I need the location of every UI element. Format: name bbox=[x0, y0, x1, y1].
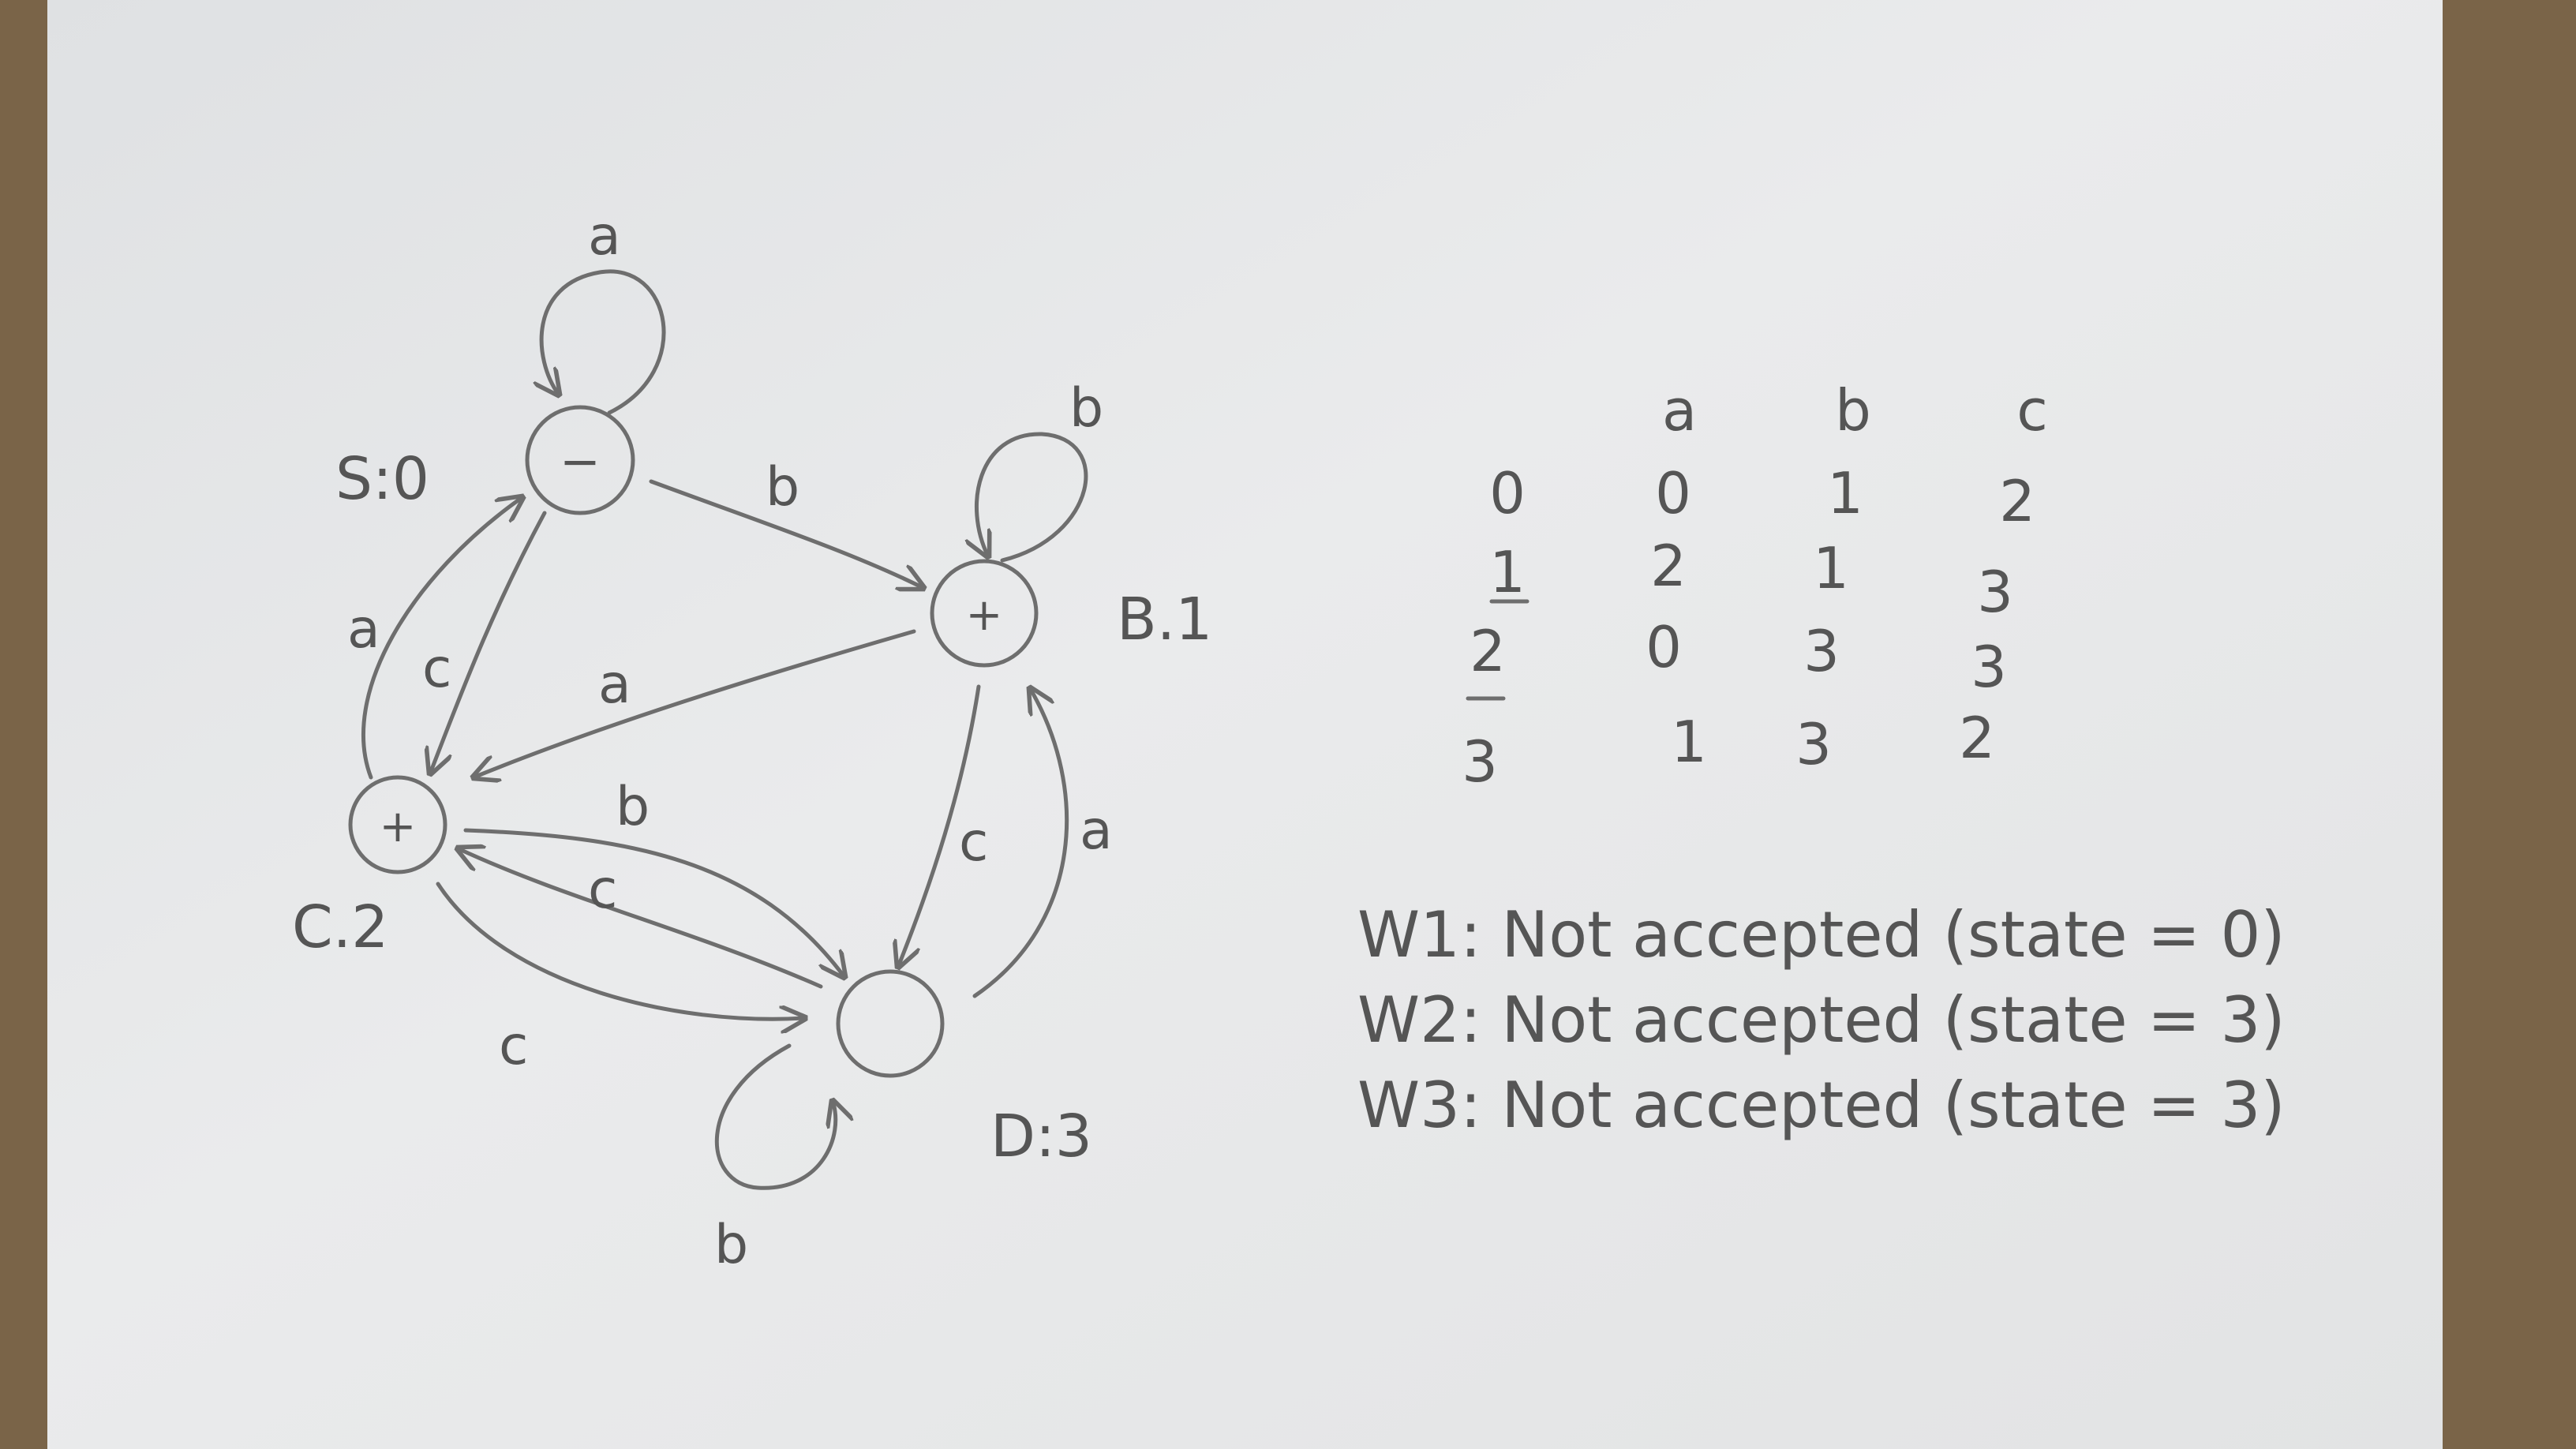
state-c-circle bbox=[348, 775, 447, 874]
table-cell: 0 bbox=[1655, 460, 1691, 526]
edge-c-to-s-label: a bbox=[347, 598, 380, 661]
result-w2: W2: Not accepted (state = 3) bbox=[1357, 983, 2286, 1057]
table-cell: 1 bbox=[1813, 535, 1849, 601]
table-row-state: 1 bbox=[1489, 539, 1526, 605]
state-c-label: C.2 bbox=[292, 893, 388, 961]
edge-s-to-b-label: b bbox=[766, 456, 799, 519]
edge-b-to-d bbox=[898, 684, 981, 967]
edge-s-self bbox=[541, 269, 666, 415]
table-header-c: c bbox=[2016, 377, 2048, 444]
transition-table: a b c 0 0 1 2 1 2 1 3 2 0 3 3 3 1 3 2 bbox=[1462, 377, 2048, 795]
table-row-state: 0 bbox=[1489, 460, 1526, 526]
edge-b-to-c bbox=[474, 629, 916, 777]
edge-c-to-d-label: b bbox=[616, 776, 650, 838]
edge-d-to-b bbox=[972, 688, 1069, 998]
edge-d-to-b-label: a bbox=[1080, 799, 1113, 862]
table-header-b: b bbox=[1835, 377, 1871, 444]
edge-d-to-c-label: c bbox=[588, 859, 617, 921]
edge-b-self-label: b bbox=[1069, 377, 1103, 440]
state-d: D:3 bbox=[836, 969, 1092, 1170]
table-cell: 3 bbox=[1971, 634, 2007, 700]
state-b-symbol: + bbox=[966, 590, 1003, 641]
edge-c-to-d-lower-label: c bbox=[499, 1015, 528, 1077]
paper-sheet bbox=[47, 0, 2443, 1449]
word-results: W1: Not accepted (state = 0) W2: Not acc… bbox=[1357, 898, 2286, 1142]
edge-b-to-c-label: a bbox=[598, 653, 631, 716]
table-cell: 3 bbox=[1977, 559, 2013, 625]
state-c-symbol: + bbox=[380, 801, 417, 852]
edge-s-to-b bbox=[649, 479, 923, 588]
state-diagram: − S:0 + B.1 + C.2 D:3 a b b bbox=[292, 205, 1212, 1276]
state-b-label: B.1 bbox=[1117, 586, 1212, 653]
state-s-circle bbox=[525, 405, 635, 515]
state-d-circle bbox=[836, 969, 945, 1078]
table-row-state: 3 bbox=[1462, 728, 1498, 795]
edge-s-self-label: a bbox=[588, 205, 621, 268]
result-w3: W3: Not accepted (state = 3) bbox=[1357, 1069, 2286, 1142]
table-row-state: 2 bbox=[1470, 618, 1506, 684]
state-s-symbol: − bbox=[560, 432, 601, 490]
edge-d-to-c bbox=[458, 848, 823, 989]
edge-d-self bbox=[714, 1043, 835, 1190]
edge-b-to-d-label: c bbox=[959, 811, 988, 874]
table-header-a: a bbox=[1662, 377, 1697, 444]
edge-c-to-d-lower bbox=[436, 882, 805, 1019]
edge-c-to-s bbox=[361, 497, 522, 780]
table-cell: 2 bbox=[1650, 533, 1687, 599]
table-cell: 0 bbox=[1646, 614, 1682, 680]
table-cell: 3 bbox=[1795, 711, 1832, 777]
table-cell: 1 bbox=[1827, 460, 1863, 526]
edge-s-to-c bbox=[430, 511, 547, 773]
table-cell: 3 bbox=[1803, 618, 1840, 684]
result-w1: W1: Not accepted (state = 0) bbox=[1357, 898, 2286, 972]
table-cell: 1 bbox=[1671, 709, 1707, 775]
table-cell: 2 bbox=[1959, 705, 1995, 771]
state-s-label: S:0 bbox=[335, 445, 429, 513]
edge-b-self bbox=[976, 432, 1088, 560]
table-cell: 2 bbox=[1999, 468, 2035, 534]
edge-s-to-c-label: c bbox=[422, 638, 451, 700]
edge-d-self-label: b bbox=[714, 1214, 748, 1276]
edge-c-to-d bbox=[463, 828, 844, 977]
state-s: − S:0 bbox=[335, 405, 635, 515]
state-c: + C.2 bbox=[292, 775, 447, 961]
state-d-label: D:3 bbox=[990, 1103, 1092, 1170]
